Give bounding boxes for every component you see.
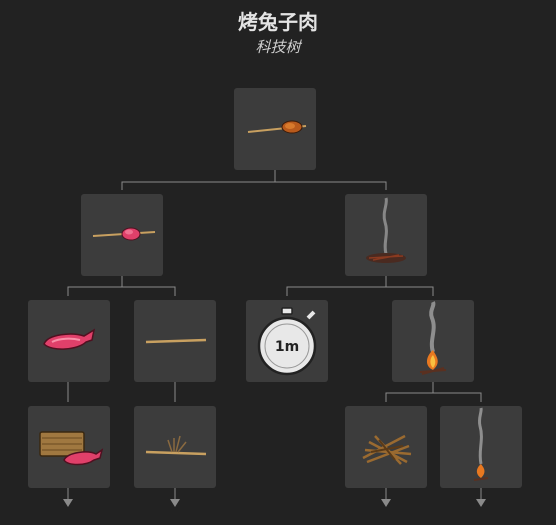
tile-small-fire[interactable] [440,406,522,488]
tile-kindling-pile[interactable] [345,406,427,488]
stick-with-twigs-icon [145,435,207,456]
expand-arrow-icon [381,499,391,507]
expand-arrow-icon [476,499,486,507]
small-fire-icon [473,407,489,481]
raw-rabbit-leg-icon [43,328,96,350]
tile-cooking-timer[interactable]: 1m [246,300,328,382]
expand-arrow-icon [63,499,73,507]
stopwatch-icon: 1m [257,307,317,376]
tile-smoldering-campfire[interactable] [345,194,427,276]
raw-meat-on-stick-icon [92,227,156,241]
tile-raw-rabbit-leg[interactable] [28,300,110,382]
hay-and-leg-icon [39,431,104,466]
page-subtitle: 科技树 [255,38,301,56]
page-title: 烤兔子肉 [238,10,318,34]
burning-campfire-icon [419,301,447,375]
tile-cooked-rabbit-meat[interactable] [234,88,316,170]
tile-wooden-stick[interactable] [134,300,216,382]
timer-label: 1m [275,339,299,355]
smoldering-campfire-icon [366,197,406,263]
wooden-stick-icon [145,338,207,344]
tile-burning-campfire[interactable] [392,300,474,382]
expand-arrow-icon [170,499,180,507]
tile-raw-meat-on-stick[interactable] [81,194,163,276]
tile-hay-and-leg[interactable] [28,406,110,488]
tile-stick-and-twigs[interactable] [134,406,216,488]
cooked-meat-on-stick-icon [247,120,307,134]
kindling-pile-icon [362,434,412,465]
